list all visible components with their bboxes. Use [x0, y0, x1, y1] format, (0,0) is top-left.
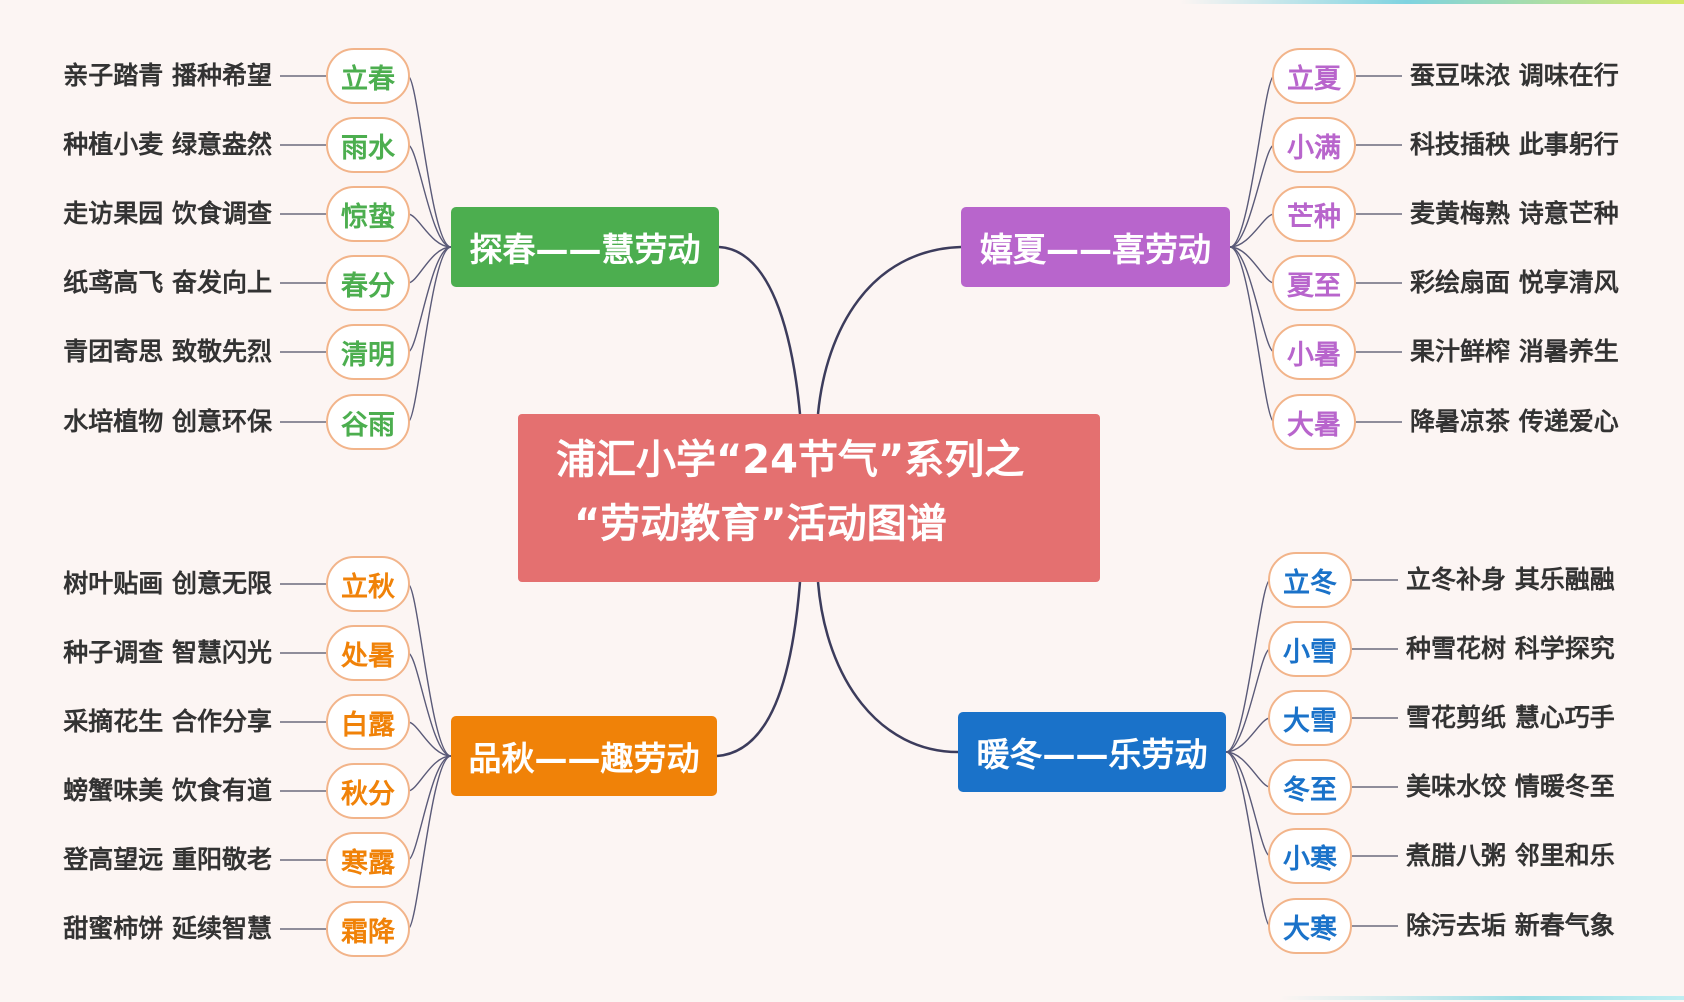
term-summer-2: 小满: [1272, 117, 1356, 173]
connector-line: [1225, 751, 1271, 788]
connector-line: [1225, 579, 1271, 753]
term-spring-2: 雨水: [326, 117, 410, 173]
term-autumn-6: 霜降: [326, 901, 410, 957]
activity-spring-5: 青团寄思 致敬先烈: [63, 337, 272, 366]
connector-line: [1229, 246, 1275, 353]
activity-autumn-6: 甜蜜柿饼 延续智慧: [63, 914, 272, 943]
connector-line: [407, 246, 452, 423]
term-winter-2: 小雪: [1268, 621, 1352, 677]
connector-line: [407, 755, 452, 930]
term-spring-1: 立春: [326, 48, 410, 104]
term-autumn-3: 白露: [326, 694, 410, 750]
connector-line: [1229, 246, 1275, 423]
term-autumn-1: 立秋: [326, 556, 410, 612]
activity-spring-3: 走访果园 饮食调查: [63, 199, 272, 228]
term-autumn-2: 处暑: [326, 625, 410, 681]
activity-winter-4: 美味水饺 情暖冬至: [1406, 772, 1615, 801]
activity-autumn-4: 螃蟹味美 饮食有道: [63, 776, 272, 805]
connector-line: [407, 652, 452, 757]
activity-autumn-5: 登高望远 重阳敬老: [63, 845, 272, 874]
connector-line: [1229, 144, 1275, 248]
connector-line: [407, 75, 452, 248]
term-winter-1: 立冬: [1268, 552, 1352, 608]
term-spring-4: 春分: [326, 255, 410, 311]
activity-winter-3: 雪花剪纸 慧心巧手: [1406, 703, 1615, 732]
branch-spring: 探春——慧劳动: [451, 207, 719, 287]
activity-summer-1: 蚕豆味浓 调味在行: [1410, 61, 1619, 90]
activity-winter-6: 除污去垢 新春气象: [1406, 911, 1615, 940]
activity-winter-2: 种雪花树 科学探究: [1406, 634, 1615, 663]
term-summer-5: 小暑: [1272, 324, 1356, 380]
connector-line: [1229, 213, 1275, 248]
central-topic-line2: “劳动教育”活动图谱: [574, 501, 947, 547]
connector-line: [407, 144, 452, 248]
activity-winter-5: 煮腊八粥 邻里和乐: [1406, 841, 1615, 870]
term-summer-4: 夏至: [1272, 255, 1356, 311]
activity-summer-3: 麦黄梅熟 诗意芒种: [1410, 199, 1619, 228]
connector-line: [1225, 751, 1271, 857]
bottom-accent-stripe: [1280, 996, 1684, 1000]
activity-summer-2: 科技插秧 此事躬行: [1410, 130, 1619, 159]
activity-spring-1: 亲子踏青 播种希望: [63, 61, 272, 90]
connector-line: [407, 213, 452, 248]
branch-summer: 嬉夏——喜劳动: [961, 207, 1230, 287]
connector-line: [407, 583, 452, 757]
connector-line: [1225, 717, 1271, 753]
activity-autumn-3: 采摘花生 合作分享: [63, 707, 272, 736]
term-spring-6: 谷雨: [326, 394, 410, 450]
connector-line: [1229, 75, 1275, 248]
term-autumn-5: 寒露: [326, 832, 410, 888]
central-topic-line1: 浦汇小学“24节气”系列之: [556, 437, 1025, 483]
connector-line: [1229, 246, 1275, 284]
activity-autumn-2: 种子调查 智慧闪光: [63, 638, 272, 667]
term-summer-1: 立夏: [1272, 48, 1356, 104]
activity-winter-1: 立冬补身 其乐融融: [1406, 565, 1615, 594]
term-autumn-4: 秋分: [326, 763, 410, 819]
connector-line: [716, 581, 802, 758]
activity-spring-6: 水培植物 创意环保: [63, 407, 272, 436]
term-winter-4: 冬至: [1268, 759, 1352, 815]
activity-spring-2: 种植小麦 绿意盎然: [63, 130, 272, 159]
branch-winter: 暖冬——乐劳动: [958, 712, 1226, 792]
connector-line: [407, 246, 452, 284]
term-winter-5: 小寒: [1268, 828, 1352, 884]
activity-summer-6: 降暑凉茶 传递爱心: [1410, 407, 1619, 436]
connector-line: [407, 721, 452, 757]
connector-line: [816, 245, 962, 415]
connector-line: [407, 246, 452, 353]
activity-autumn-1: 树叶贴画 创意无限: [63, 569, 272, 598]
term-summer-3: 芒种: [1272, 186, 1356, 242]
term-summer-6: 大暑: [1272, 394, 1356, 450]
branch-autumn: 品秋——趣劳动: [451, 716, 717, 796]
term-spring-3: 惊蛰: [326, 186, 410, 242]
top-accent-stripe: [1180, 0, 1684, 4]
term-winter-6: 大寒: [1268, 898, 1352, 954]
activity-summer-5: 果汁鲜榨 消暑养生: [1410, 337, 1619, 366]
activity-summer-4: 彩绘扇面 悦享清风: [1410, 268, 1619, 297]
connector-line: [718, 245, 802, 415]
term-winter-3: 大雪: [1268, 690, 1352, 746]
term-spring-5: 清明: [326, 324, 410, 380]
connector-line: [1225, 648, 1271, 753]
connector-line: [407, 755, 452, 792]
central-topic: 浦汇小学“24节气”系列之 “劳动教育”活动图谱: [518, 414, 1100, 582]
activity-spring-4: 纸鸢高飞 奋发向上: [63, 268, 272, 297]
connector-line: [816, 581, 959, 754]
connector-line: [1225, 751, 1271, 927]
connector-line: [407, 755, 452, 861]
